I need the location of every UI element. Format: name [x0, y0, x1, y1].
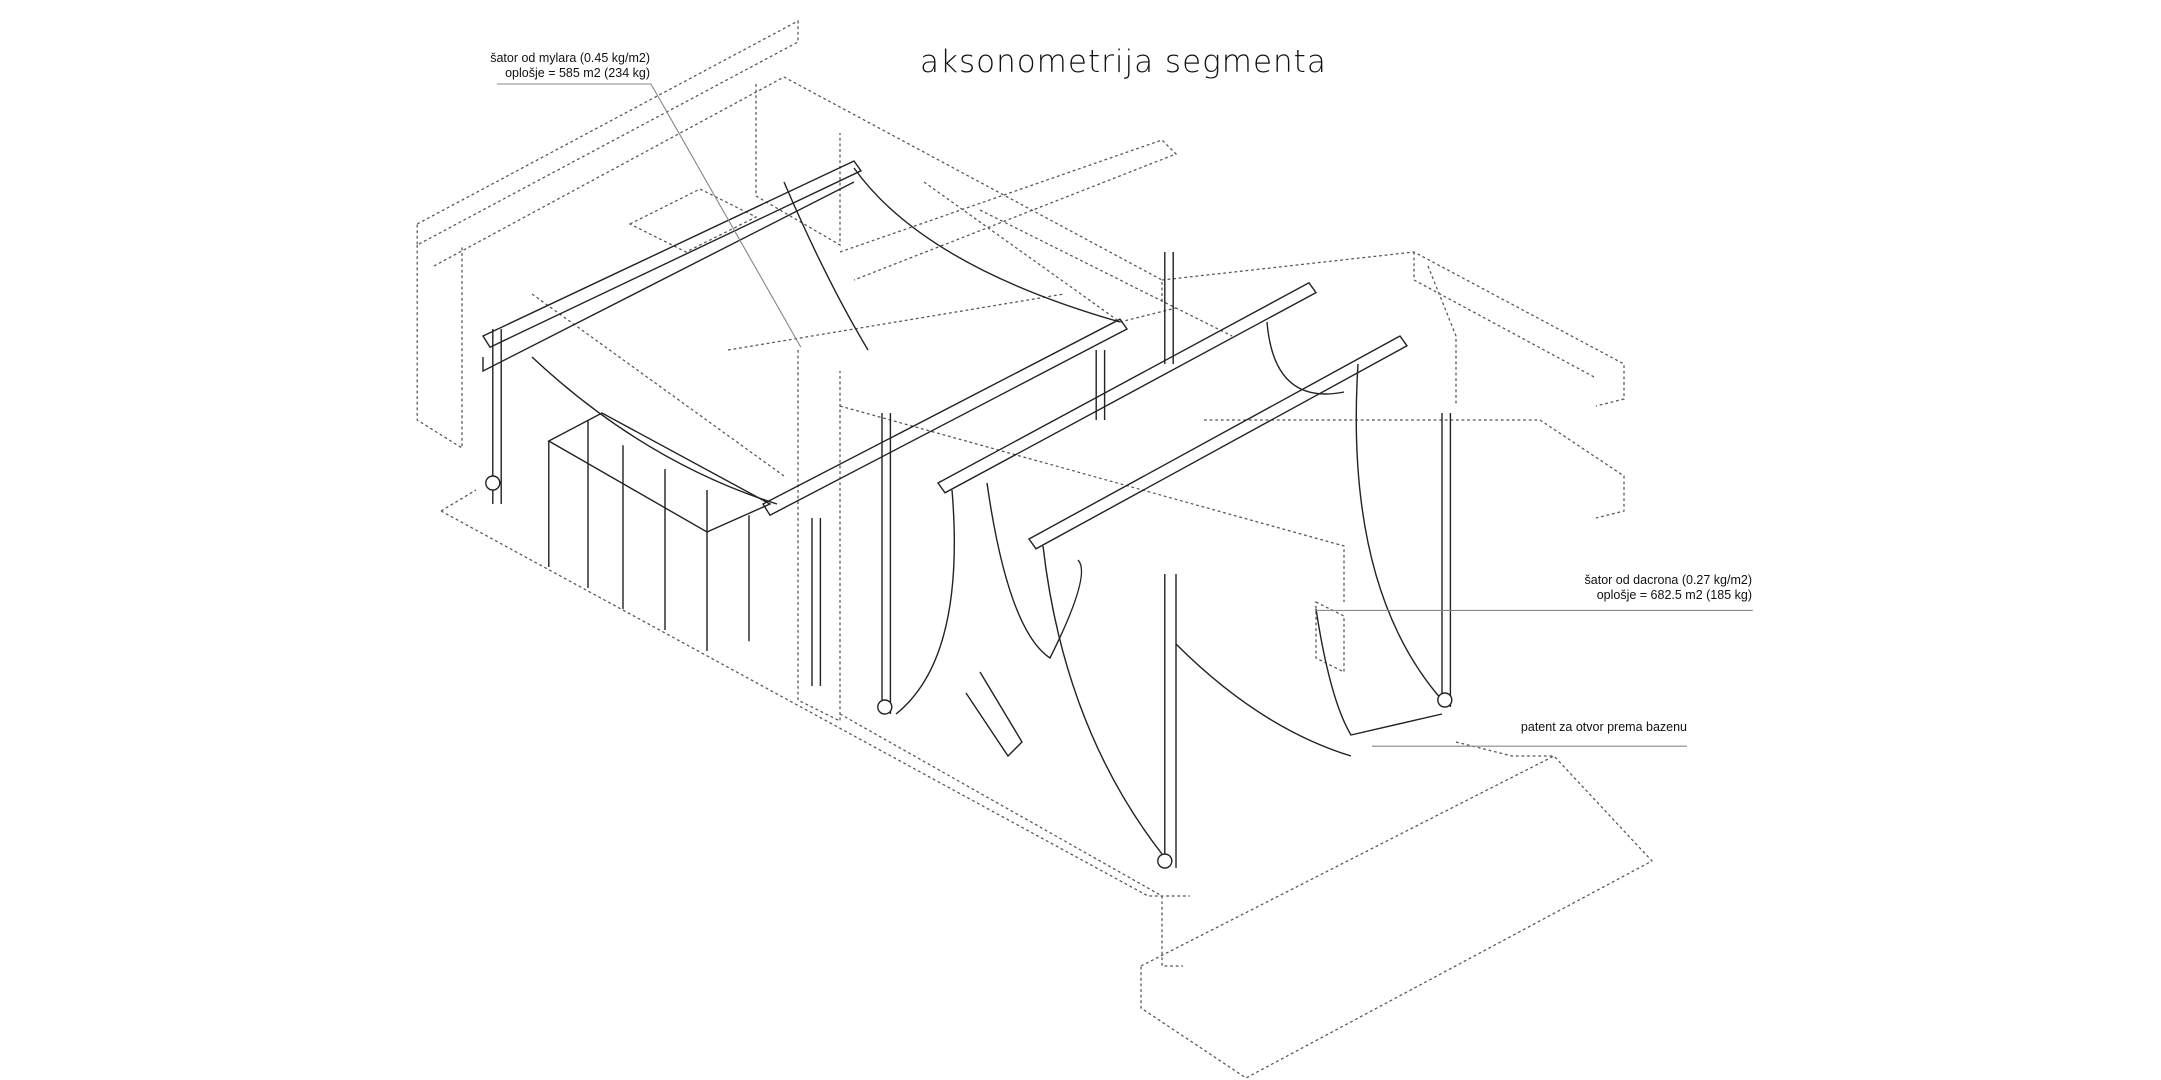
annotation-line: oplošje = 682.5 m2 (185 kg)	[1596, 588, 1752, 602]
drawing-title: aksonometrija segmenta	[920, 44, 1327, 80]
mylar-tent-annotation: šator od mylara (0.45 kg/m2) oplošje = 5…	[460, 51, 650, 81]
annotation-line: patent za otvor prema bazenu	[1520, 720, 1687, 734]
columns	[492, 251, 1452, 868]
dacron-curtains	[895, 321, 1443, 855]
wall-panels	[547, 412, 772, 651]
annotation-line: šator od mylara (0.45 kg/m2)	[490, 51, 650, 65]
leader-lines	[496, 83, 1753, 747]
annotation-line: oplošje = 585 m2 (234 kg)	[505, 66, 650, 80]
annotation-line: šator od dacrona (0.27 kg/m2)	[1584, 573, 1752, 587]
existing-structure-dashed	[416, 19, 1654, 1079]
steel-beams	[481, 160, 1409, 550]
patent-annotation: patent za otvor prema bazenu	[1480, 720, 1687, 735]
mylar-tent	[531, 167, 1121, 505]
dacron-tent-annotation: šator od dacrona (0.27 kg/m2) oplošje = …	[1520, 573, 1752, 603]
anchor-rings	[485, 475, 1453, 869]
